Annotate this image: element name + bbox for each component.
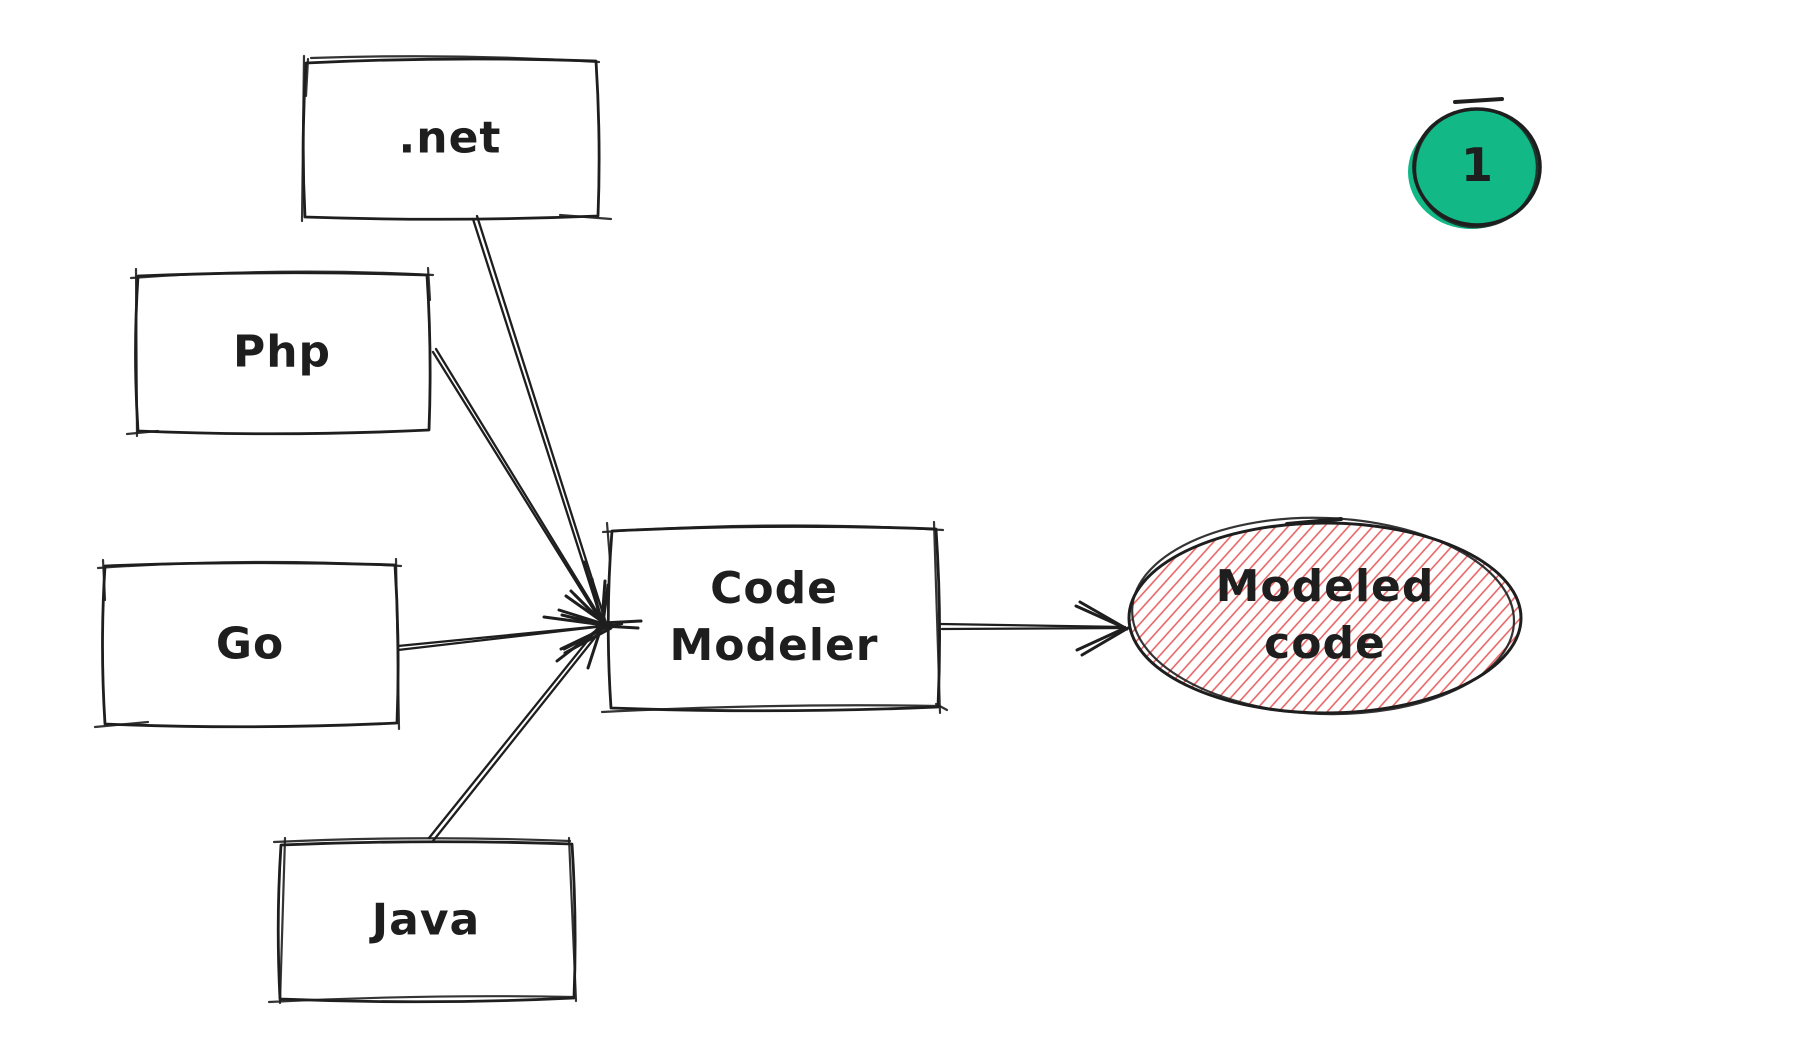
node-code-modeler-label-line1: Code — [710, 562, 838, 614]
node-php-label: Php — [232, 326, 332, 378]
node-php-shape[interactable] — [125, 266, 435, 438]
node-modeled-code-label-line2: code — [1264, 618, 1386, 669]
node-code-modeler-label: Code Modeler — [670, 560, 879, 674]
arrow-java-to-code-modeler[interactable] — [427, 627, 603, 843]
arrow-code-modeler-to-modeled-code[interactable] — [939, 600, 1130, 657]
arrowhead-cluster-scribble — [542, 560, 643, 663]
node-dotnet-shape[interactable] — [300, 54, 613, 223]
step-badge-label: 1 — [1460, 138, 1494, 193]
node-code-modeler-shape[interactable] — [600, 520, 949, 715]
node-modeled-code-label-line1: Modeled — [1215, 560, 1435, 612]
arrow-dotnet-to-code-modeler[interactable] — [471, 214, 610, 626]
node-java-label: Java — [371, 894, 481, 946]
arrow-php-to-code-modeler[interactable] — [431, 347, 605, 624]
step-badge-shape[interactable] — [1407, 97, 1544, 235]
node-modeled-code-label: Modeled code — [1216, 558, 1435, 672]
node-modeled-code-shape[interactable] — [1127, 511, 1523, 720]
node-go-shape[interactable] — [93, 557, 403, 731]
node-go-label: Go — [215, 618, 285, 670]
node-dotnet-label: .net — [398, 112, 502, 164]
node-code-modeler-label-line2: Modeler — [669, 620, 879, 671]
node-java-shape[interactable] — [267, 836, 578, 1005]
